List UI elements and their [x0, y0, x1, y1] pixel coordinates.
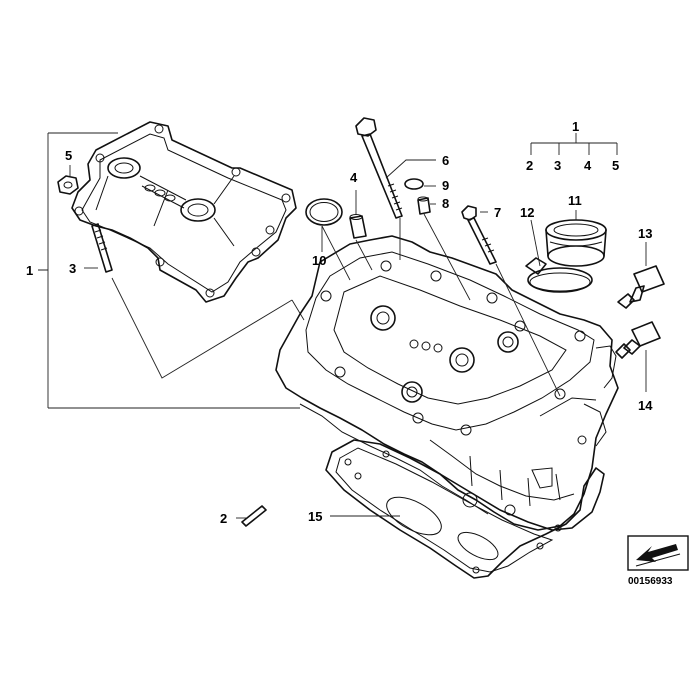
callout-2-group: 2	[526, 158, 533, 173]
callout-9: 9	[442, 178, 449, 193]
callout-12: 12	[520, 205, 534, 220]
callout-3-group: 3	[554, 158, 561, 173]
callout-8: 8	[442, 196, 449, 211]
callout-5: 5	[65, 148, 72, 163]
view-direction-arrow-icon	[627, 535, 689, 571]
sleeve	[349, 214, 367, 239]
hose-clamp	[525, 257, 593, 293]
short-bolt	[461, 205, 497, 265]
large-o-ring	[305, 198, 343, 226]
callout-10: 10	[312, 253, 326, 268]
small-o-ring	[404, 178, 424, 190]
item-1-bracket	[38, 132, 300, 409]
pressure-sensor	[615, 321, 661, 359]
callout-3: 3	[69, 261, 76, 276]
group-1-bracket	[530, 133, 618, 155]
callout-15: 15	[308, 509, 322, 524]
callout-4-group: 4	[584, 158, 592, 173]
intake-sleeve	[545, 219, 607, 267]
head-gasket	[325, 439, 605, 579]
callout-4: 4	[350, 170, 358, 185]
callout-6: 6	[442, 153, 449, 168]
callout-1-group: 1	[572, 119, 579, 134]
callout-13: 13	[638, 226, 652, 241]
cylinder-head	[275, 235, 619, 531]
temperature-sensor	[617, 265, 665, 309]
leader-lines	[69, 159, 647, 519]
callout-1: 1	[26, 263, 33, 278]
callout-labels: 1 2 3 4 5 1 2 3 4 5 6 7 8 9 10 11 12 13 …	[26, 119, 653, 526]
long-bolt	[355, 117, 403, 219]
small-sleeve	[417, 196, 431, 215]
dowel-pin	[241, 505, 267, 527]
stud	[91, 223, 113, 273]
camshaft-carrier	[71, 121, 297, 303]
stud-dash-line	[111, 277, 305, 379]
callout-11: 11	[568, 193, 582, 208]
callout-2: 2	[220, 511, 227, 526]
nut	[57, 175, 79, 195]
callout-14: 14	[638, 398, 653, 413]
callout-5-group: 5	[612, 158, 619, 173]
diagram-code: 00156933	[628, 576, 673, 587]
callout-7: 7	[494, 205, 501, 220]
